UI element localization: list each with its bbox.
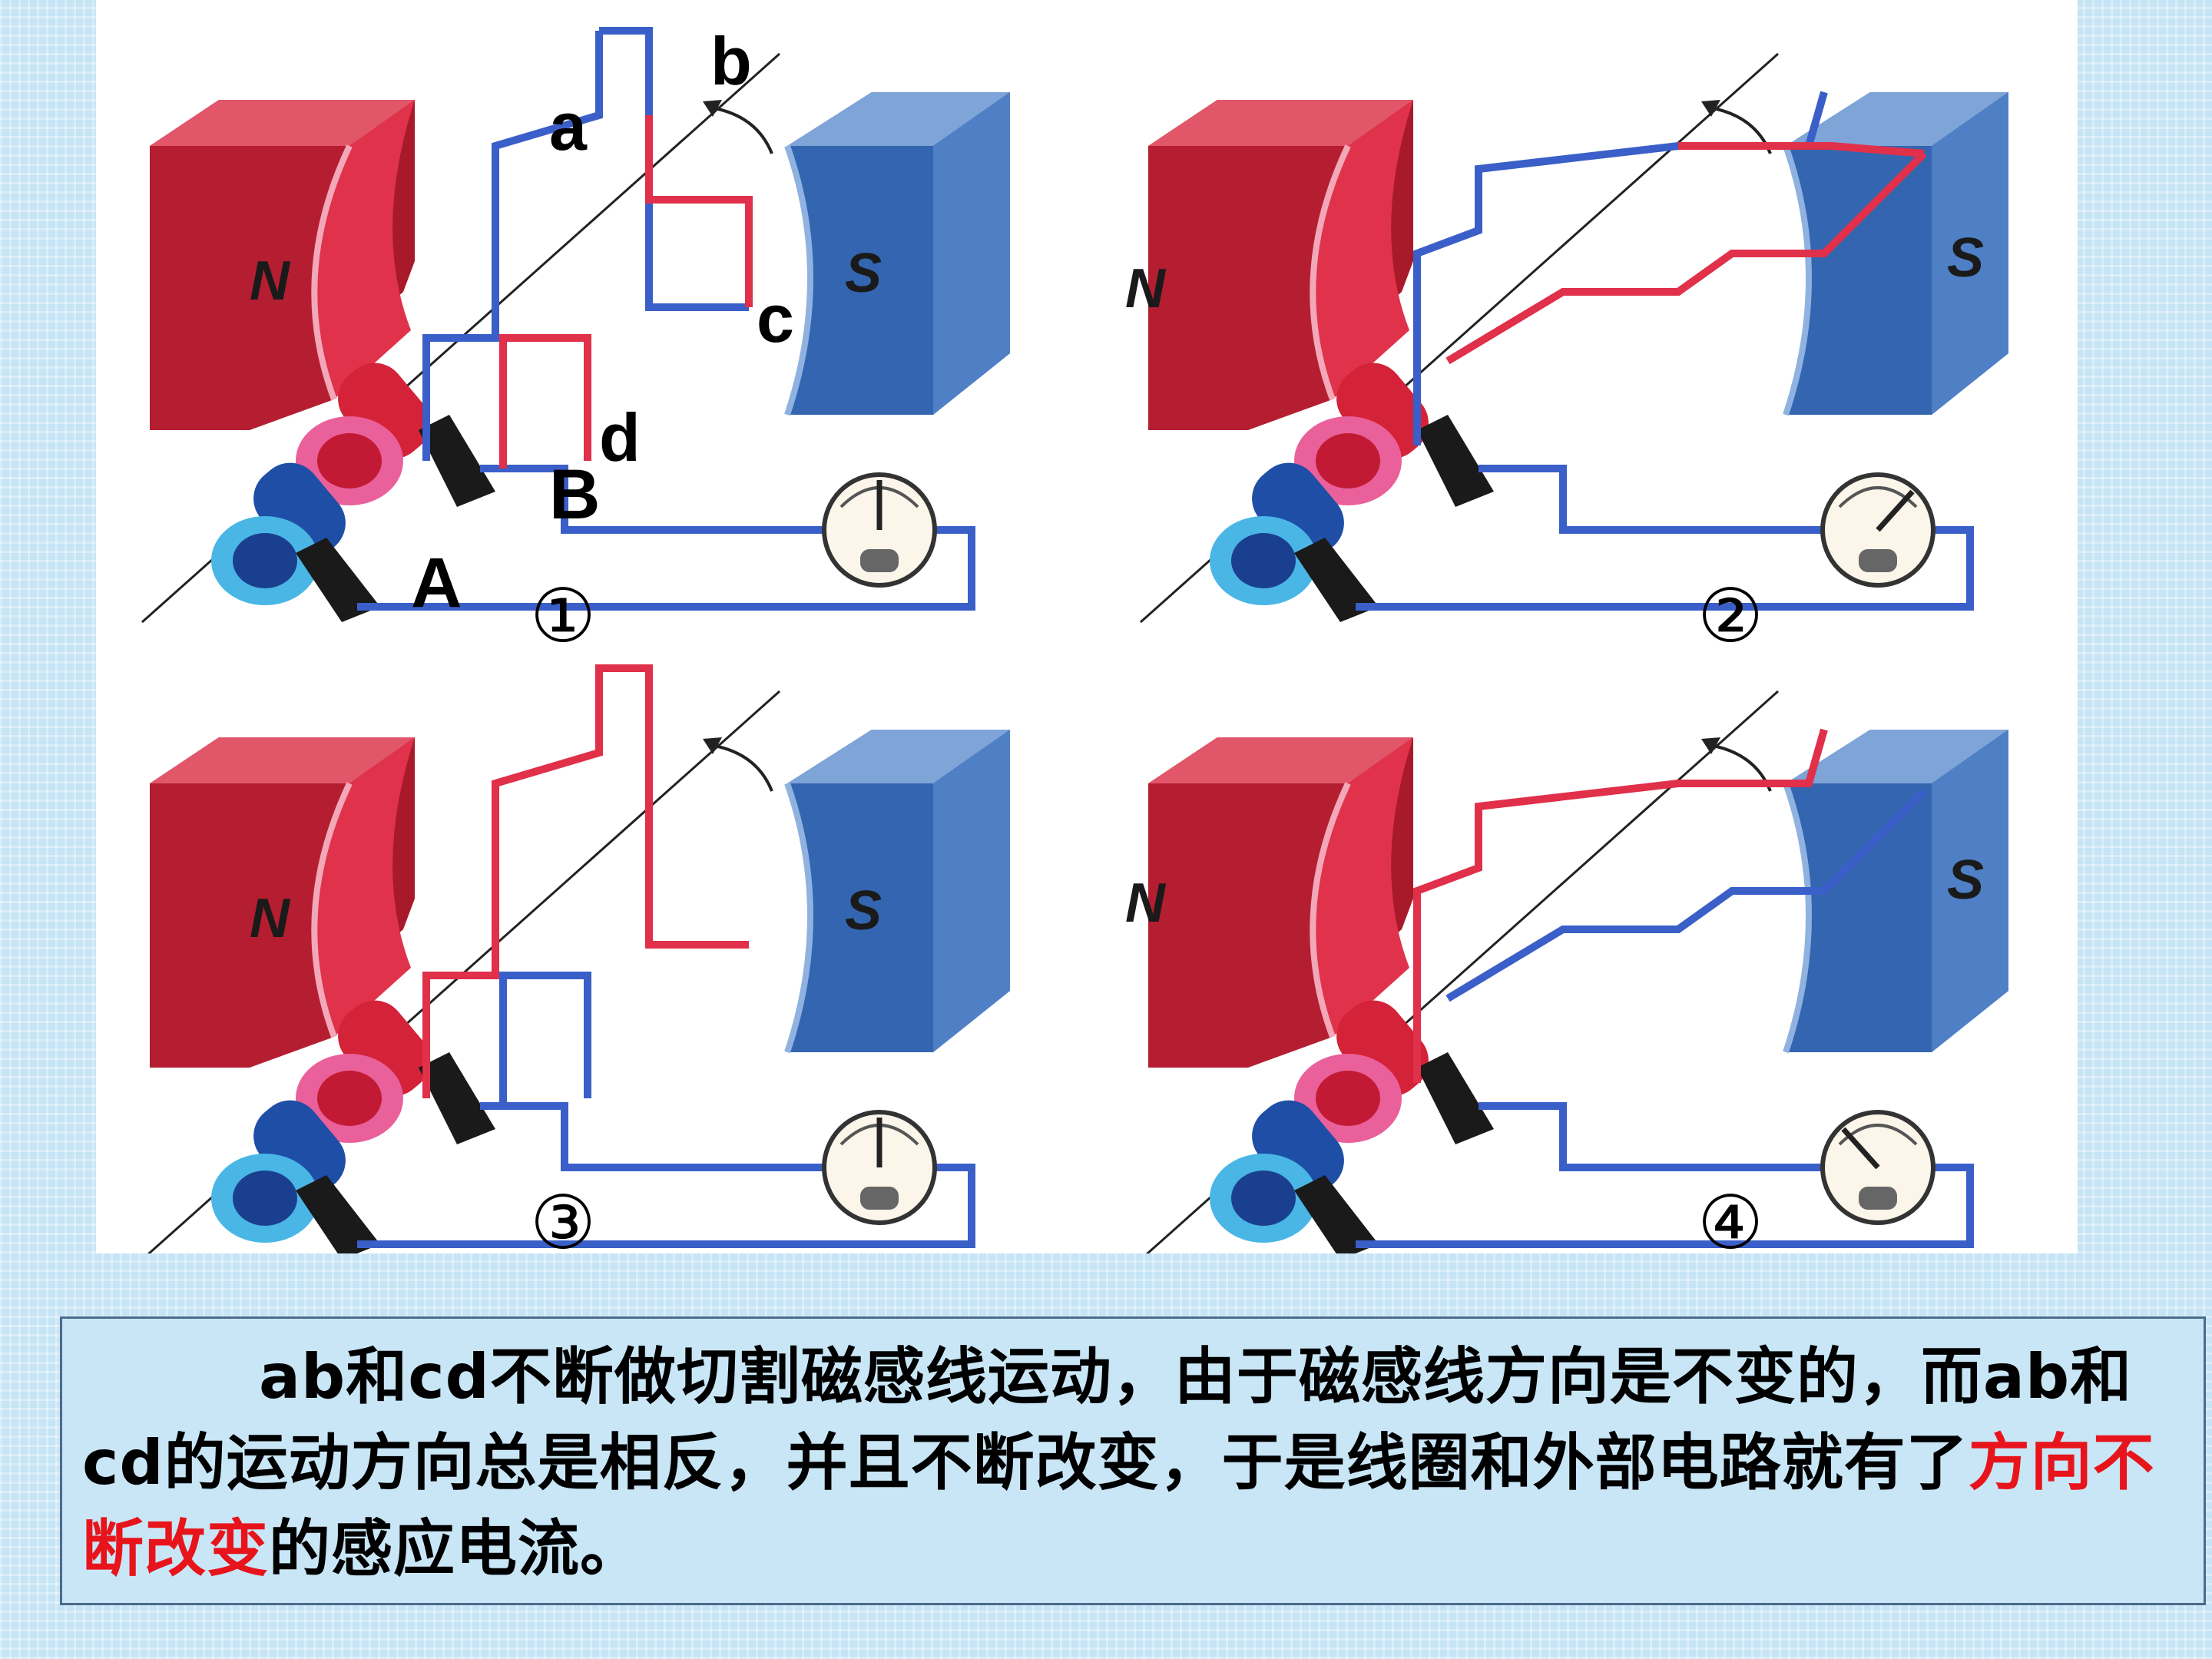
panel-number: ① (530, 573, 596, 659)
pole-label-s: S (1947, 849, 1984, 911)
generator-figure: a b c d B A N S ① N S ② N S (96, 0, 2078, 1253)
pole-label-s: S (1947, 227, 1984, 289)
coil-wire-red (1413, 728, 1828, 1083)
galvanometer-needle (1876, 489, 1915, 532)
coil-label-c: c (757, 280, 794, 356)
pole-label-n: N (250, 888, 291, 949)
brush-label-b: B (549, 455, 600, 534)
pole-label-n: N (1125, 258, 1167, 320)
caption-box: ab和cd不断做切割磁感线运动，由于磁感线方向是不变的，而ab和cd的运动方向总… (60, 1316, 2206, 1605)
coil-wire-blue (499, 972, 591, 1106)
caption-highlight: 方向不断改变 (82, 1427, 2155, 1584)
coil-wire-red (645, 115, 753, 307)
caption-text-end: 的感应电流。 (269, 1513, 642, 1584)
pole-label-s: S (845, 243, 882, 304)
pole-label-s: S (845, 880, 882, 942)
coil-wire-red (422, 664, 749, 1098)
pole-label-n: N (1125, 873, 1167, 934)
coil-label-d: d (599, 399, 641, 475)
coil-wire-blue (1445, 788, 1927, 1002)
coil-label-a: a (549, 88, 588, 164)
galvanometer-needle (1841, 1127, 1880, 1170)
pole-label-n: N (250, 250, 291, 312)
caption-text: ab和cd不断做切割磁感线运动，由于磁感线方向是不变的，而ab和cd的运动方向总… (82, 1334, 2184, 1592)
coil-label-b: b (710, 23, 752, 99)
panel-number: ④ (1697, 1180, 1763, 1253)
panel-2: N S ② (1125, 54, 2008, 659)
panel-1: a b c d B A N S ① (142, 23, 1010, 659)
panel-number: ③ (530, 1180, 596, 1253)
brush-label-a: A (411, 544, 462, 622)
panel-4: N S ④ (1125, 691, 2008, 1253)
coil-wire-blue (422, 31, 603, 461)
panel-number: ② (1697, 573, 1763, 659)
panel-3: N S ③ (142, 664, 1010, 1253)
caption-text-main: ab和cd不断做切割磁感线运动，由于磁感线方向是不变的，而ab和cd的运动方向总… (82, 1341, 2133, 1498)
coil-wire-red (1445, 151, 1927, 365)
generator-diagram-svg: a b c d B A N S ① N S ② N S (96, 23, 2078, 1253)
